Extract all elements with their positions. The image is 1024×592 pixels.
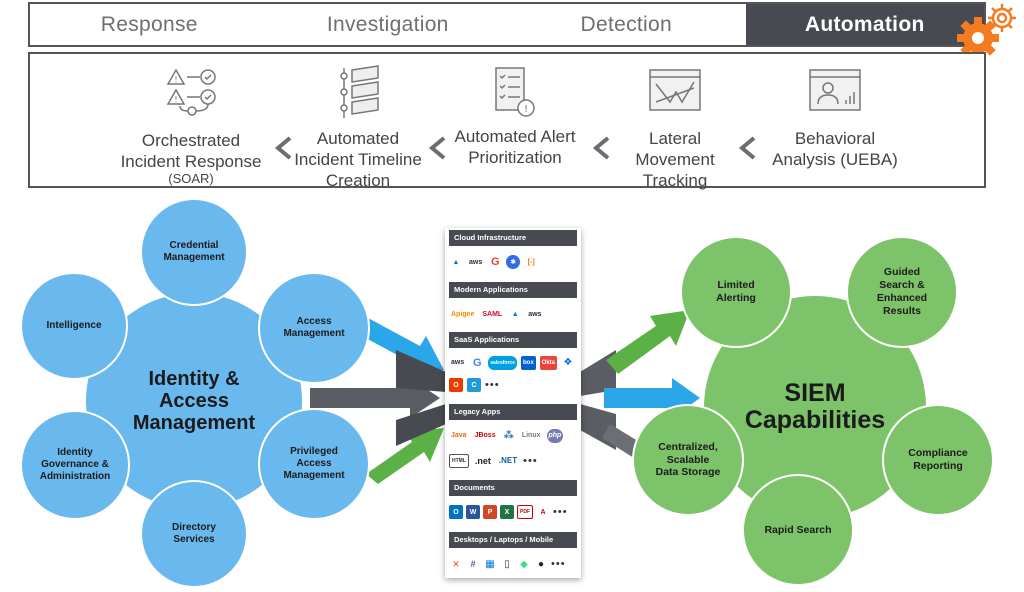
aws-logo: aws <box>451 359 465 367</box>
office-logo: O <box>449 378 463 393</box>
iam-node-intelligence: Intelligence <box>20 272 128 380</box>
device-logos: ✕ # ▦ ▯ ◆ ● ••• <box>449 554 577 574</box>
svg-text:!: ! <box>174 75 177 84</box>
outlook-logo: O <box>449 505 463 519</box>
workflow-step-label: Orchestrated Incident Response <box>120 131 262 171</box>
android-logo: ◆ <box>520 558 528 570</box>
funnel-lower <box>396 404 446 446</box>
tab-automation[interactable]: Automation <box>745 4 984 45</box>
word-logo: W <box>466 505 480 519</box>
siem-node-guided-search: Guided Search & Enhanced Results <box>846 236 958 348</box>
user-analytics-icon <box>809 69 861 111</box>
iam-node-privileged-access-management: Privileged Access Management <box>258 408 370 520</box>
section-desktops-laptops-mobile: Desktops / Laptops / Mobile <box>449 532 577 548</box>
stage-tab-bar: Response Investigation Detection Automat… <box>28 2 986 47</box>
more-logos-icon: ••• <box>551 558 566 570</box>
section-saas-applications: SaaS Applications <box>449 332 577 348</box>
siem-node-compliance-reporting: Compliance Reporting <box>882 404 994 516</box>
jboss-logo: JBoss <box>474 432 496 439</box>
java-logo: Java <box>451 432 467 439</box>
alert-checklist-icon: ! <box>495 67 535 117</box>
alibaba-cloud-logo: [-] <box>527 258 535 266</box>
document-logos: O W P X PDF A ••• <box>449 502 577 522</box>
funnel-upper <box>396 350 446 392</box>
more-logos-icon: ••• <box>553 506 568 518</box>
arrow-to-limited-alerting <box>606 310 690 374</box>
apigee-logo: Apigee <box>451 310 475 318</box>
tab-investigation[interactable]: Investigation <box>326 12 449 36</box>
section-modern-applications: Modern Applications <box>449 282 577 298</box>
tab-detection[interactable]: Detection <box>580 12 672 36</box>
iam-node-directory-services: Directory Services <box>140 480 248 588</box>
html-logo: HTML <box>449 453 469 468</box>
dropbox-logo: ❖ <box>563 357 573 369</box>
siem-node-rapid-search: Rapid Search <box>742 474 854 586</box>
automation-workflow: ! ! Orchestrated Incident Response (SOAR… <box>28 52 986 190</box>
siem-node-limited-alerting: Limited Alerting <box>680 236 792 348</box>
arrow-pam-to-sources <box>366 428 444 484</box>
linux-cluster-logo: ⁂ <box>503 430 514 441</box>
salesforce-logo: salesforce <box>488 355 517 370</box>
acrobat-logo: A <box>540 508 546 516</box>
more-logos-icon: ••• <box>485 379 500 392</box>
dotnet-logo: .net <box>474 455 491 466</box>
apple-logo: ● <box>537 558 545 570</box>
legacy-logos: Java JBoss ⁂ Linux php HTML .net .NET ••… <box>449 426 577 470</box>
chevron-left-icon <box>592 136 610 160</box>
data-sources-panel: Cloud Infrastructure ▲ aws G ✱ [-] Moder… <box>445 228 581 578</box>
workflow-step-sublabel: (SOAR) <box>168 171 214 186</box>
workflow-step-label: Automated Alert Prioritization <box>454 127 576 167</box>
svg-text:!: ! <box>524 104 528 115</box>
cloud-logos: ▲ aws G ✱ [-] <box>449 252 577 272</box>
workflow-step-label: Lateral Movement Tracking <box>635 129 715 190</box>
more-logos-icon: ••• <box>523 454 538 467</box>
powerpoint-logo: P <box>483 505 497 519</box>
saas-logos: aws G salesforce box Okta ❖ O C ••• <box>449 354 577 394</box>
arrow-access-to-sources <box>362 318 444 374</box>
okta-logo: Okta <box>539 355 557 370</box>
azure-logo: ▲ <box>511 310 519 318</box>
google-logo: G <box>490 256 500 268</box>
box-logo: box <box>520 355 536 370</box>
gears-icon <box>952 0 1024 64</box>
saml-logo: SAML <box>482 310 503 318</box>
google-logo: G <box>472 356 482 369</box>
section-cloud-infrastructure: Cloud Infrastructure <box>449 230 577 246</box>
workflow-step-label: Automated Incident Timeline Creation <box>294 129 422 190</box>
windows-logo: ▦ <box>485 558 495 570</box>
orchestration-icon: ! ! <box>166 68 216 116</box>
network-chart-icon <box>649 69 701 111</box>
timeline-icon <box>340 65 379 118</box>
chevron-left-icon <box>274 136 292 160</box>
siem-node-centralized-data-storage: Centralized, Scalable Data Storage <box>632 404 744 516</box>
linux-distro-logo: ✕ <box>452 558 460 569</box>
section-legacy-apps: Legacy Apps <box>449 404 577 420</box>
modern-app-logos: Apigee SAML ▲ aws <box>449 304 577 324</box>
php-logo: php <box>546 428 564 443</box>
iam-node-access-management: Access Management <box>258 272 370 384</box>
c-app-logo: C <box>467 378 481 393</box>
phone-logo: ▯ <box>504 558 510 570</box>
funnel-out-upper <box>580 350 616 396</box>
aws-logo: aws <box>469 258 483 266</box>
dotnet-core-logo: .NET <box>498 456 518 465</box>
azure-logo: ▲ <box>452 258 460 266</box>
svg-text:!: ! <box>174 95 177 104</box>
iam-node-credential-management: Credential Management <box>140 198 248 306</box>
workflow-step-label: Behavioral Analysis (UEBA) <box>772 129 898 169</box>
aws-logo: aws <box>528 310 542 318</box>
pdf-logo: PDF <box>517 505 533 519</box>
section-documents: Documents <box>449 480 577 496</box>
chevron-left-icon <box>428 136 446 160</box>
iam-node-identity-governance: Identity Governance & Administration <box>20 410 130 520</box>
slack-logo: # <box>470 559 476 569</box>
linux-logo: Linux <box>521 432 541 439</box>
excel-logo: X <box>500 505 514 519</box>
tab-response[interactable]: Response <box>100 12 198 36</box>
kubernetes-logo: ✱ <box>506 255 521 269</box>
chevron-left-icon <box>738 136 756 160</box>
